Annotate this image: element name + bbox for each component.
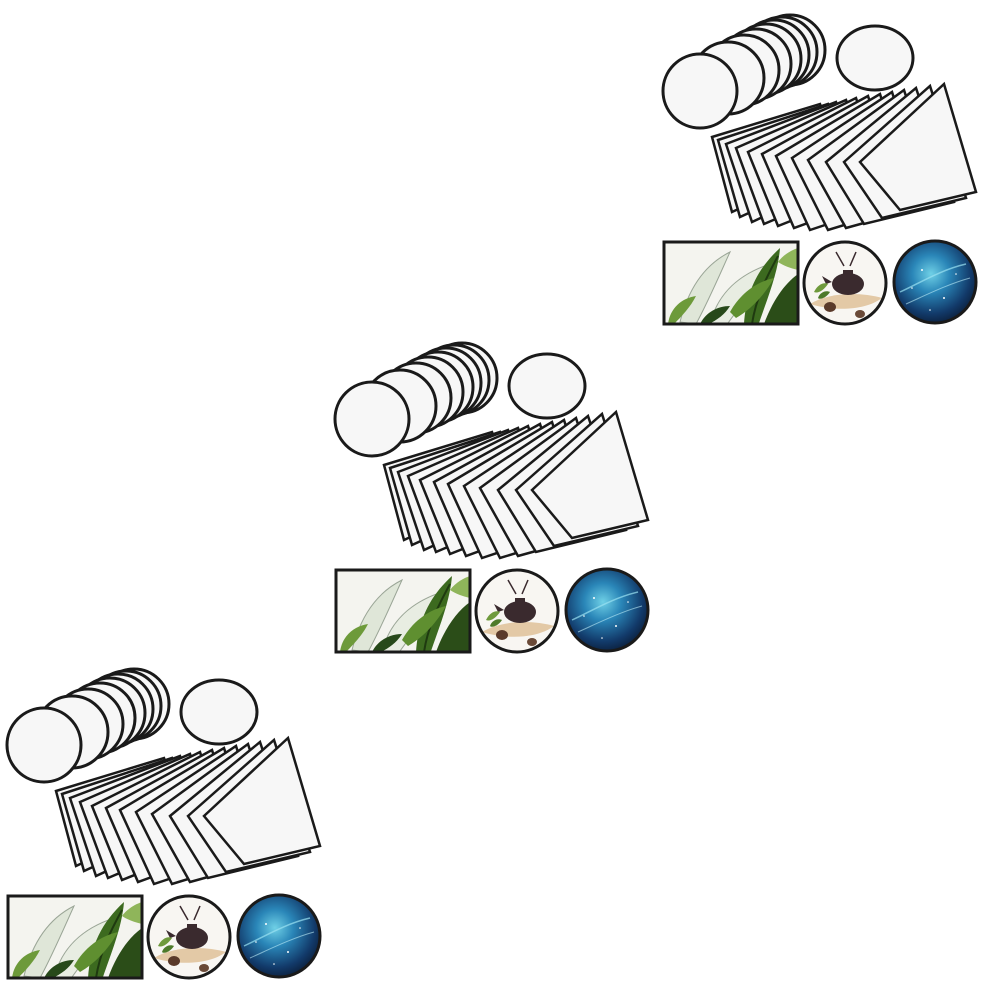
round-card-single (835, 24, 915, 92)
galaxy-round-card (564, 567, 650, 653)
rect-card-fan (382, 409, 650, 560)
product-set-bottom-left (4, 666, 334, 996)
galaxy-round-card (892, 239, 978, 325)
rect-card-fan (54, 735, 322, 886)
round-card-stack (661, 13, 827, 130)
leaf-rect-card (334, 568, 472, 654)
round-card-single (179, 678, 259, 746)
leaf-rect-card (662, 240, 800, 326)
teapot-round-card (146, 894, 232, 980)
galaxy-round-card (236, 893, 322, 979)
leaf-rect-card (6, 894, 144, 980)
teapot-round-card (802, 240, 888, 326)
round-card-stack (333, 341, 499, 458)
product-set-top-right (660, 12, 990, 342)
product-set-middle (332, 340, 662, 670)
round-card-single (507, 352, 587, 420)
teapot-round-card (474, 568, 560, 654)
round-card-stack (5, 667, 171, 784)
rect-card-fan (710, 81, 978, 232)
